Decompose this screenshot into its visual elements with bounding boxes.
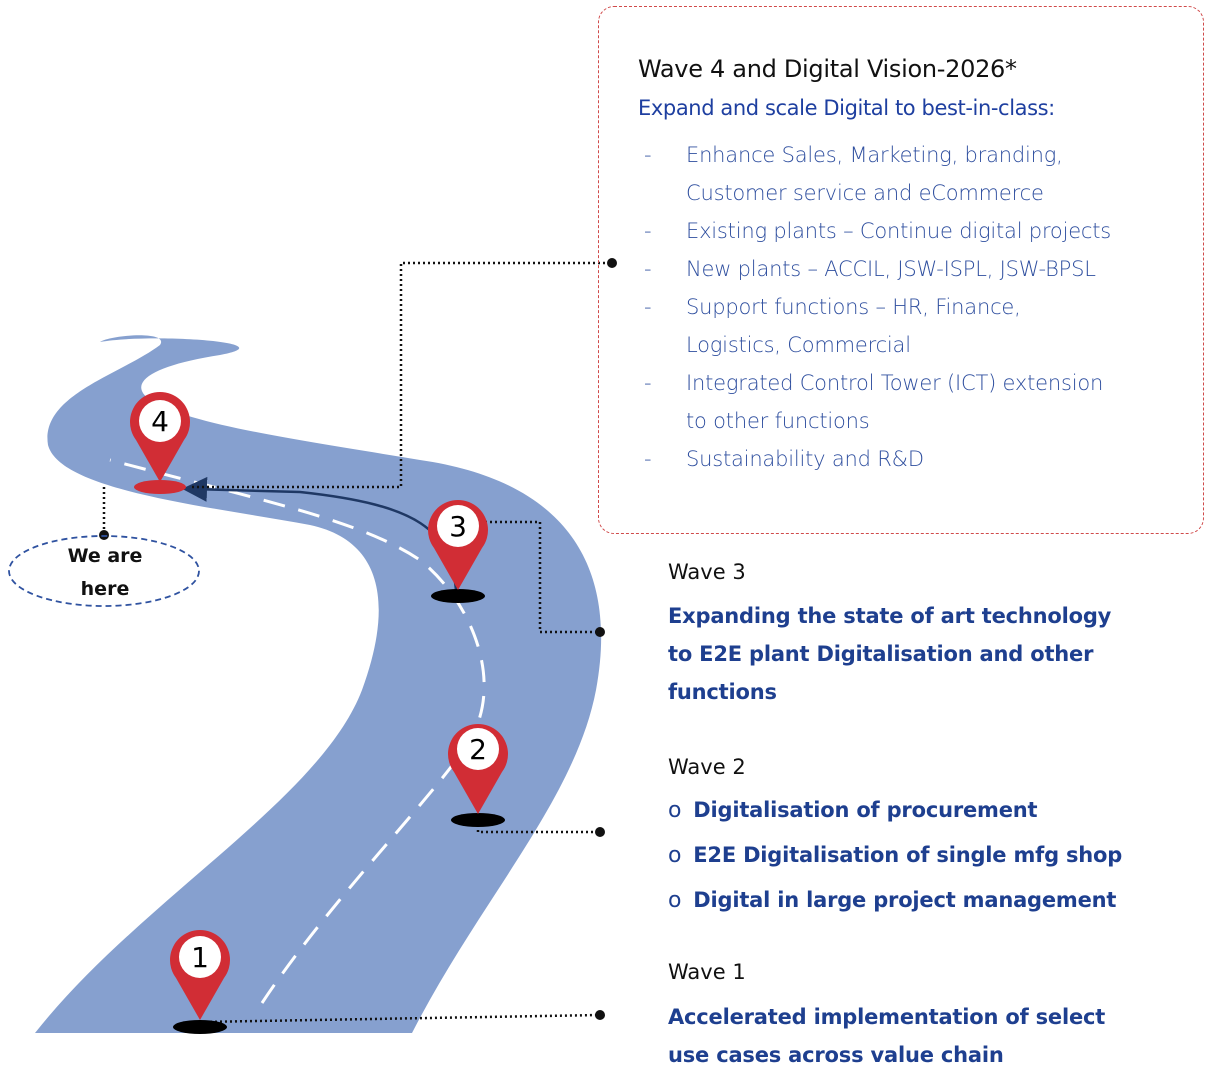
wave4-title: Wave 4 and Digital Vision-2026*	[638, 55, 1017, 83]
wave4-item-line: Enhance Sales, Marketing, branding,	[686, 143, 1063, 167]
wave4-item-line: to other functions	[686, 409, 870, 433]
wave4-item-line: Integrated Control Tower (ICT) extension	[686, 371, 1104, 395]
wave4-item: - Sustainability and R&D	[640, 440, 1111, 478]
road-center-line	[109, 458, 486, 1004]
circle-bullet-icon: o	[668, 888, 682, 913]
wave4-item: - New plants – ACCIL, JSW-ISPL, JSW-BPSL	[640, 250, 1111, 288]
wave2-label: Wave 2	[668, 755, 746, 779]
wave1-line: Accelerated implementation of select	[668, 1005, 1106, 1029]
wave4-item: - Support functions – HR, Finance, Logis…	[640, 288, 1111, 364]
wave4-item-line: Logistics, Commercial	[686, 333, 911, 357]
wave3-description: Expanding the state of art technology to…	[668, 597, 1111, 711]
here-line-1: We are	[67, 545, 143, 567]
wave1-label: Wave 1	[668, 960, 746, 984]
wave1-line: use cases across value chain	[668, 1043, 1004, 1067]
connector-wave4	[192, 261, 612, 489]
wave3-label: Wave 3	[668, 560, 746, 584]
pin-2: 2	[448, 724, 509, 827]
dash-bullet: -	[644, 143, 652, 167]
dash-bullet: -	[644, 219, 652, 243]
wave4-item-line: Support functions – HR, Finance,	[686, 295, 1021, 319]
wave2-item: o E2E Digitalisation of single mfg shop	[668, 833, 1122, 878]
here-line-2: here	[80, 578, 130, 600]
connector-wave1	[199, 1013, 601, 1024]
wave4-item: - Enhance Sales, Marketing, branding, Cu…	[640, 136, 1111, 212]
wave2-item-text: Digital in large project management	[693, 888, 1117, 912]
wave2-item-text: E2E Digitalisation of single mfg shop	[693, 843, 1123, 867]
here-ellipse	[8, 535, 200, 607]
pin-1-number: 1	[191, 941, 209, 974]
we-are-here-label: We are here	[45, 540, 165, 606]
wave2-item: o Digital in large project management	[668, 878, 1122, 923]
wave1-description: Accelerated implementation of select use…	[668, 998, 1105, 1074]
connector-wave2	[476, 820, 600, 834]
pin-1: 1	[170, 930, 231, 1034]
wave2-item-text: Digitalisation of procurement	[693, 798, 1038, 822]
circle-bullet-icon: o	[668, 798, 682, 823]
dash-bullet: -	[644, 295, 652, 319]
wave2-item: o Digitalisation of procurement	[668, 788, 1122, 833]
wave3-line: to E2E plant Digitalisation and other	[668, 642, 1094, 666]
pin-4-number: 4	[151, 405, 169, 438]
wave4-item-line: New plants – ACCIL, JSW-ISPL, JSW-BPSL	[686, 257, 1096, 281]
wave4-box	[598, 6, 1204, 534]
circle-bullet-icon: o	[668, 843, 682, 868]
wave3-line: Expanding the state of art technology	[668, 604, 1112, 628]
dash-bullet: -	[644, 447, 652, 471]
pin-3-number: 3	[449, 510, 467, 543]
connector-wave3	[485, 520, 600, 634]
wave4-item-line: Sustainability and R&D	[686, 447, 924, 471]
wave4-subtitle: Expand and scale Digital to best-in-clas…	[638, 96, 1055, 120]
wave4-item-line: Customer service and eCommerce	[686, 181, 1044, 205]
dash-bullet: -	[644, 371, 652, 395]
pin-3: 3	[428, 500, 489, 603]
pin-2-number: 2	[469, 733, 487, 766]
wave4-item: - Integrated Control Tower (ICT) extensi…	[640, 364, 1111, 440]
dash-bullet: -	[644, 257, 652, 281]
wave4-list: - Enhance Sales, Marketing, branding, Cu…	[640, 136, 1111, 478]
wave4-item-line: Existing plants – Continue digital proje…	[686, 219, 1112, 243]
wave4-item: - Existing plants – Continue digital pro…	[640, 212, 1111, 250]
wave3-line: functions	[668, 680, 777, 704]
pin-4: 4	[130, 392, 191, 494]
